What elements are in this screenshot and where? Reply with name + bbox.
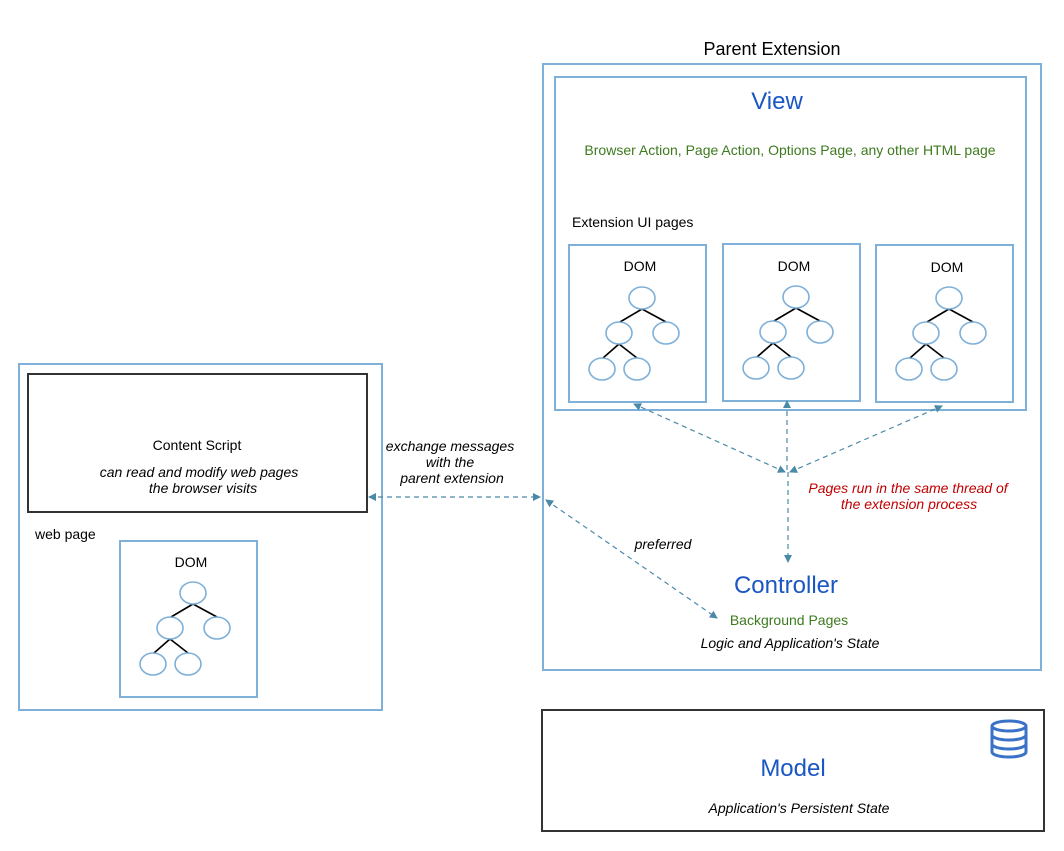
ui-page-dom-box-2 <box>722 243 861 402</box>
web-page-dom-box <box>119 540 258 698</box>
controller-note: Logic and Application's State <box>700 635 880 651</box>
web-page-box <box>18 363 383 711</box>
view-subtitle: Browser Action, Page Action, Options Pag… <box>584 142 996 158</box>
extension-ui-pages-label: Extension UI pages <box>572 214 694 230</box>
ui-page-dom-label-3: DOM <box>930 259 964 275</box>
thread-note-line-2: the extension process <box>840 496 978 512</box>
model-box <box>541 709 1045 832</box>
parent-extension-title: Parent Extension <box>703 39 841 59</box>
exchange-messages-line-2: with the <box>425 454 475 470</box>
parent-extension-box <box>542 63 1042 671</box>
view-title: View <box>751 88 803 115</box>
content-script-desc-line-2: the browser visits <box>148 480 258 496</box>
exchange-messages-line-1: exchange messages <box>385 438 515 454</box>
model-title: Model <box>760 755 826 782</box>
exchange-messages-line-3: parent extension <box>400 470 504 486</box>
ui-page-dom-label-1: DOM <box>623 258 657 274</box>
content-script-title: Content Script <box>152 437 242 453</box>
web-page-label: web page <box>35 526 96 542</box>
preferred-label: preferred <box>634 536 692 552</box>
controller-title: Controller <box>733 572 839 599</box>
ui-page-dom-label-2: DOM <box>777 258 811 274</box>
ui-page-dom-box-1 <box>568 244 707 403</box>
thread-note-line-1: Pages run in the same thread of <box>808 480 1008 496</box>
ui-page-dom-box-3 <box>875 244 1014 403</box>
web-page-dom-label: DOM <box>174 554 208 570</box>
content-script-desc-line-1: can read and modify web pages <box>99 464 299 480</box>
model-subtitle: Application's Persistent State <box>708 800 890 816</box>
content-script-box <box>27 373 368 513</box>
controller-subtitle: Background Pages <box>729 612 849 628</box>
